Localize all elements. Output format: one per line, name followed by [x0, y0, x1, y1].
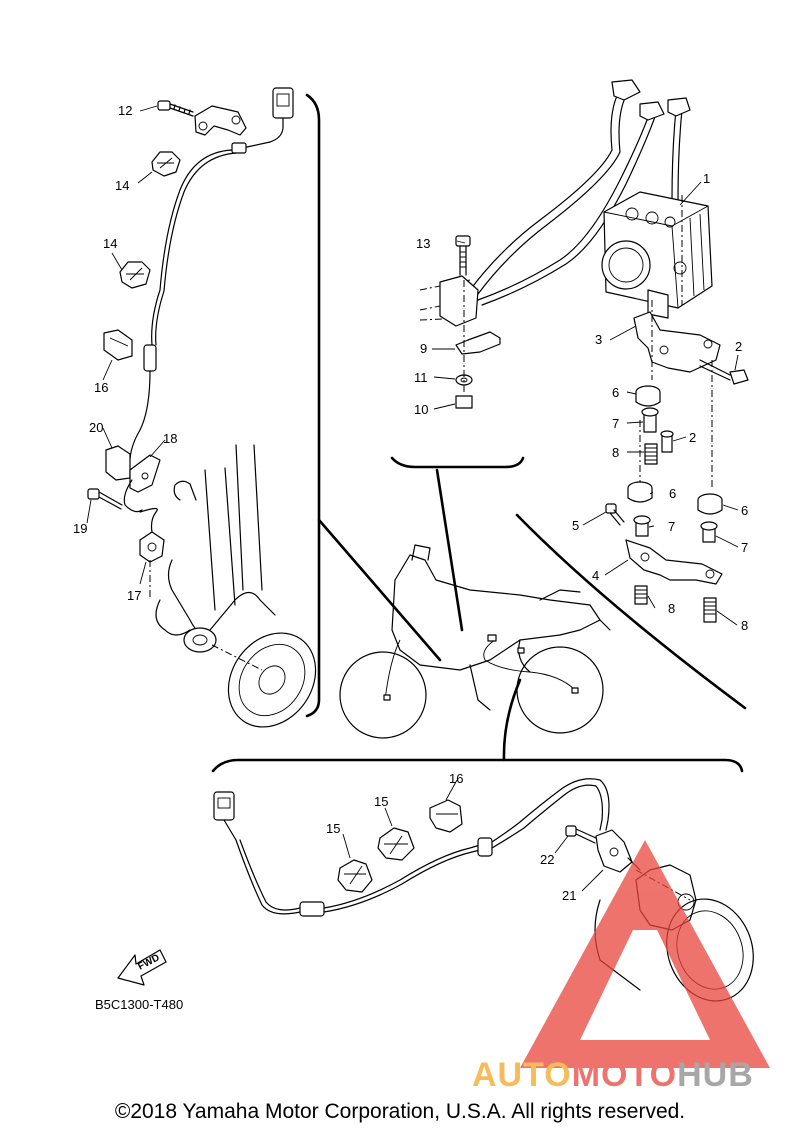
- callout-6: 6: [741, 503, 748, 518]
- callout-leaders: [86, 105, 739, 892]
- callout-21: 21: [562, 888, 576, 903]
- callout-11: 11: [414, 370, 428, 385]
- callout-20: 20: [89, 420, 103, 435]
- callout-19: 19: [73, 521, 87, 536]
- callout-8: 8: [668, 601, 675, 616]
- callout-5: 5: [572, 518, 579, 533]
- callout-13: 13: [416, 236, 430, 251]
- callout-15: 15: [326, 821, 340, 836]
- svg-text:AUTOMOTOHUB: AUTOMOTOHUB: [472, 1056, 754, 1094]
- callout-2: 2: [735, 339, 742, 354]
- callout-8: 8: [612, 445, 619, 460]
- callout-12: 12: [118, 103, 132, 118]
- panel-dividers: [211, 93, 747, 773]
- callout-2: 2: [689, 430, 696, 445]
- watermark-triangle-icon: [520, 840, 770, 1068]
- copyright-notice: ©2018 Yamaha Motor Corporation, U.S.A. A…: [114, 1100, 686, 1123]
- callout-3: 3: [595, 332, 602, 347]
- abs-hydraulic-unit-assembly: [419, 79, 749, 623]
- callout-22: 22: [540, 852, 554, 867]
- callout-4: 4: [592, 568, 599, 583]
- callout-9: 9: [420, 341, 427, 356]
- motorcycle-overview: [339, 544, 611, 739]
- callout-10: 10: [414, 402, 428, 417]
- diagram-code: B5C1300-T480: [95, 997, 183, 1012]
- callout-15: 15: [374, 794, 388, 809]
- callout-8: 8: [741, 618, 748, 633]
- pipe-bracket-assembly: [455, 235, 501, 409]
- callout-14: 14: [115, 178, 129, 193]
- callout-14: 14: [103, 236, 117, 251]
- callout-numbers: 1 2 2 3 4 5 6 6 6 7 7 7 8 8 8 9 10 11 12…: [73, 103, 748, 903]
- callout-18: 18: [163, 431, 177, 446]
- automotohub-watermark: AUTOMOTOHUB: [472, 840, 770, 1094]
- callout-6: 6: [612, 385, 619, 400]
- callout-7: 7: [741, 540, 748, 555]
- callout-1: 1: [703, 171, 710, 186]
- callout-16: 16: [449, 771, 463, 786]
- forward-direction-icon: FWD: [117, 949, 167, 986]
- bolt-12: [157, 100, 194, 117]
- callout-17: 17: [127, 588, 141, 603]
- front-wheel-sensor-assembly: [87, 87, 317, 728]
- watermark-auto: AUTO: [472, 1056, 572, 1094]
- callout-6: 6: [669, 486, 676, 501]
- watermark-hub: HUB: [677, 1056, 754, 1094]
- callout-16: 16: [94, 380, 108, 395]
- watermark-moto: MOTO: [572, 1056, 677, 1094]
- callout-7: 7: [612, 416, 619, 431]
- callout-7: 7: [668, 519, 675, 534]
